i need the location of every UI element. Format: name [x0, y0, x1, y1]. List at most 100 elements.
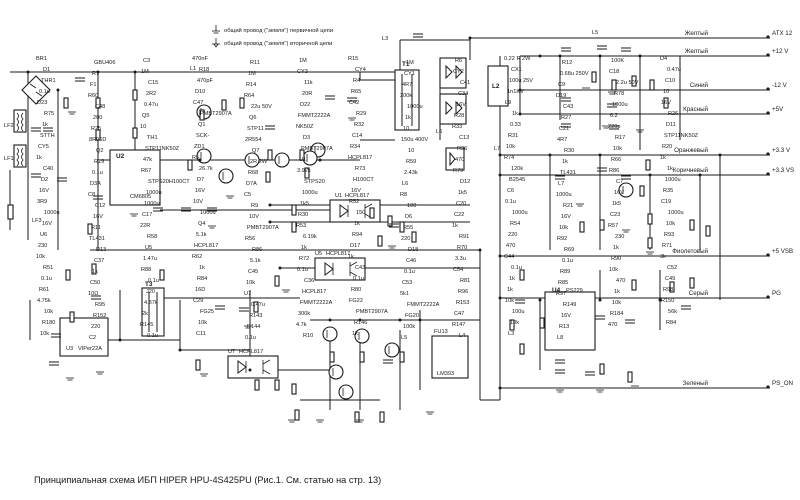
ic-u3: U3 VIPer22A — [59, 317, 109, 357]
component-label: 1000u — [665, 177, 681, 183]
component-label: 0.1u — [147, 333, 158, 339]
component-label: CX1 — [511, 67, 522, 73]
component-label: 0.1u — [511, 265, 522, 271]
component-label: R85 — [558, 280, 568, 286]
optocoupler-u5: U5 HCPL817 — [314, 251, 366, 281]
component-label: R95 — [95, 302, 105, 308]
component-label: U1 — [299, 157, 306, 163]
component-label: R97 — [556, 291, 566, 297]
component-label: C23 — [610, 212, 620, 218]
resistor — [689, 219, 695, 231]
output-terminal — [766, 87, 770, 91]
component-label: C5 — [244, 192, 251, 198]
resistor — [187, 159, 193, 171]
component-label: TH1 — [147, 135, 158, 141]
component-label: C49 — [665, 276, 675, 282]
component-label: R13 — [559, 324, 569, 330]
lm393-ref: FU13 — [434, 329, 448, 335]
component-label: 1k — [613, 245, 619, 251]
component-label: 10k — [612, 300, 621, 306]
resistor — [274, 275, 280, 287]
component-label: C36 — [304, 278, 314, 284]
resistor — [95, 97, 101, 109]
component-label: C54 — [453, 267, 463, 273]
component-label: 0.1u — [92, 170, 103, 176]
component-label: R96 — [458, 289, 468, 295]
resistor — [519, 343, 525, 355]
component-label: 10k — [666, 221, 675, 227]
component-label: R180 — [42, 320, 55, 326]
component-label: F1 — [90, 82, 97, 88]
component-label: 3.92k — [297, 168, 311, 174]
ic-u2: U2 CM6805 — [109, 149, 161, 206]
component-label: R17 — [615, 135, 625, 141]
component-label: R84 — [197, 276, 207, 282]
component-label: 16V — [39, 188, 49, 194]
component-label: 1k — [354, 221, 360, 227]
component-label: 16V — [93, 214, 103, 220]
component-label: 10 — [663, 89, 669, 95]
component-label: L3 — [508, 331, 514, 337]
component-label: 1k — [509, 276, 515, 282]
component-label: U6 — [40, 232, 47, 238]
component-label: 100u 25V — [509, 78, 533, 84]
component-label: R86 — [252, 247, 262, 253]
output-terminal — [766, 35, 770, 39]
transistor — [218, 168, 234, 184]
component-label: R30 — [298, 212, 308, 218]
component-label: 1000u — [44, 210, 60, 216]
component-label: R150 — [661, 298, 674, 304]
component-label: 10k — [36, 254, 45, 260]
component-label: 1k — [614, 289, 620, 295]
junction-dot — [26, 70, 30, 74]
component-label: HCPL817 — [302, 289, 326, 295]
component-label: 0.68u 250V — [560, 71, 589, 77]
component-label: L7 — [558, 181, 564, 187]
component-label: 1n1KV — [507, 89, 524, 95]
component-label: 1k — [512, 111, 518, 117]
component-label: R152 — [93, 313, 106, 319]
component-label: HCPL817 — [194, 243, 218, 249]
component-label: 4R7 — [557, 137, 567, 143]
component-label: 230 — [38, 243, 47, 249]
component-label: 100k — [403, 324, 415, 330]
component-label: 0.1u — [353, 276, 364, 282]
component-label: 0.1u — [245, 335, 256, 341]
output-rail-label: PG — [772, 290, 781, 297]
component-label: R81 — [460, 278, 470, 284]
junction-dot — [598, 153, 602, 157]
component-label: R33 — [452, 124, 462, 130]
u2-part: CM6805 — [130, 194, 151, 200]
component-label: C7 — [616, 179, 623, 185]
component-label: CY2 — [453, 69, 464, 75]
component-label: C10 — [665, 78, 675, 84]
resistor — [253, 301, 259, 313]
legend-primary-text: общий провод ("земля") первичной цепи — [224, 27, 333, 34]
u1-part: HCPL817 — [345, 193, 369, 199]
component-label: 470 — [455, 157, 464, 163]
component-label: 10 — [140, 124, 146, 130]
junction-dot — [518, 88, 522, 92]
component-label: R15 — [348, 56, 358, 62]
component-label: 4.75k — [37, 298, 51, 304]
output-rail-label: -12 V — [772, 82, 788, 89]
resistor — [87, 223, 93, 235]
resistor — [649, 79, 655, 91]
component-label: R11 — [91, 225, 101, 231]
component-label: 4.87k — [144, 300, 158, 306]
component-label: 1M — [406, 60, 414, 66]
component-label: 1k — [352, 331, 358, 337]
component-label: R94 — [352, 232, 362, 238]
component-label: C37 — [94, 258, 104, 264]
component-label: C45 — [248, 269, 258, 275]
resistor — [379, 411, 385, 423]
component-label: R153 — [456, 300, 469, 306]
component-label: 1k — [452, 223, 458, 229]
component-label: 150u 400V — [401, 137, 428, 143]
component-label: R62 — [192, 254, 202, 260]
component-label: 10k — [198, 320, 207, 326]
component-label: STP11NK50Z — [664, 133, 699, 139]
resistor — [647, 213, 653, 225]
component-label: 5.1k — [196, 232, 207, 238]
